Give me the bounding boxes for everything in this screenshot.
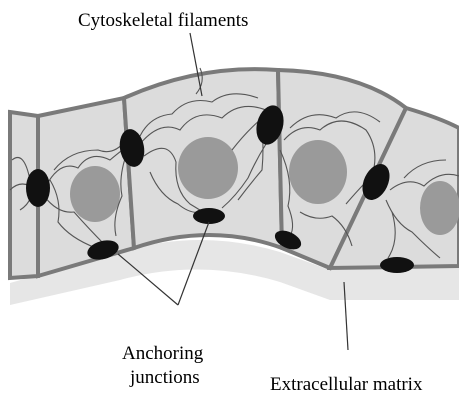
label-cytoskeletal-filaments: Cytoskeletal filaments bbox=[78, 10, 248, 32]
nucleus-5 bbox=[420, 181, 459, 235]
nucleus-4 bbox=[289, 140, 347, 204]
nucleus-3 bbox=[178, 137, 238, 199]
junction-1 bbox=[26, 169, 50, 207]
label-anchoring-junctions-line1: Anchoring bbox=[122, 343, 203, 365]
junction-6 bbox=[193, 208, 225, 224]
label-extracellular-matrix: Extracellular matrix bbox=[270, 374, 422, 396]
label-anchoring-junctions-line2: junctions bbox=[130, 367, 200, 389]
nucleus-2 bbox=[70, 166, 120, 222]
junction-8 bbox=[380, 257, 414, 273]
